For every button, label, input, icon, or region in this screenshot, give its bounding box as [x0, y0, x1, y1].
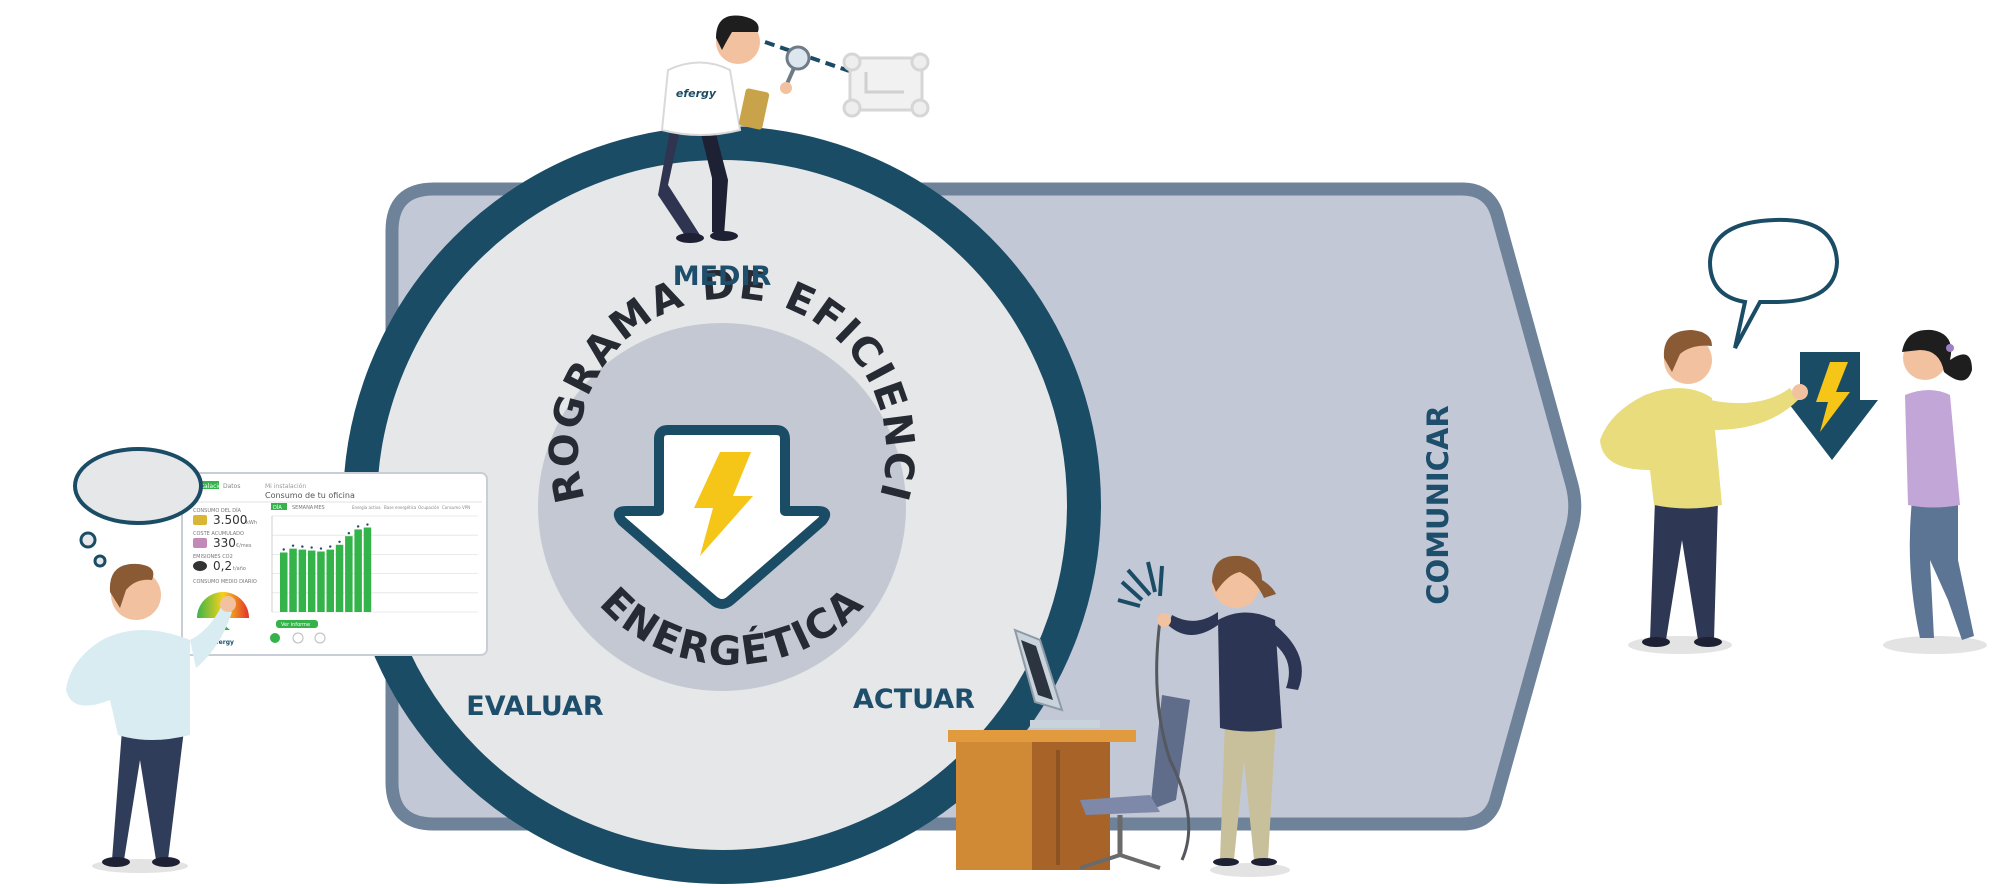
chart-point [291, 544, 295, 547]
dashboard-title: Consumo de tu oficina [265, 491, 355, 500]
chart-point [347, 531, 351, 535]
lightning-bolt-icon [694, 452, 753, 556]
chart-point [310, 546, 313, 549]
chart-bar [317, 551, 325, 612]
metric-value-consumption: 3.500 [213, 513, 247, 527]
stage-label-communicate: COMUNICAR [1421, 405, 1455, 604]
dashboard-tab-1: Instalaciones [193, 483, 232, 490]
legend-item-2: Base energética [384, 505, 417, 510]
stage-label-evaluate: EVALUAR [466, 691, 604, 722]
energy-dashboard-card: Instalaciones Datos Mi instalación Consu… [181, 472, 488, 656]
chart-bar [298, 549, 307, 612]
stage-label-act: ACTUAR [853, 684, 975, 715]
chart-point [329, 545, 332, 548]
shirt-logo: efergy [676, 87, 717, 100]
metric-label-cost: COSTE ACUMULADO [193, 531, 244, 537]
meter-device-icon [842, 52, 930, 118]
chart-bar [326, 549, 334, 612]
legend-item-3: Ocupación [418, 505, 440, 510]
chart-bar [345, 536, 353, 612]
chart-point [356, 525, 360, 528]
sign-lightning-icon [1816, 362, 1850, 432]
legend-item-4: Consumo VPN [442, 505, 470, 510]
report-button[interactable] [276, 620, 318, 628]
chart-bar [363, 527, 372, 612]
stage-label-measure: MEDIR [673, 261, 772, 292]
chart-bar [280, 552, 288, 612]
dashboard-tab-active[interactable] [191, 481, 219, 489]
dashboard-brand: efergy [212, 639, 234, 646]
people-communicating-figure [1600, 217, 1987, 654]
person-measuring-figure: efergy [658, 15, 930, 243]
spark-lines [1117, 561, 1164, 608]
dashboard-tab-2[interactable]: Datos [223, 483, 240, 490]
speech-bubble [1707, 217, 1840, 349]
thought-bubble [73, 447, 203, 525]
metric-label-consumption: CONSUMO DEL DÍA [193, 507, 242, 514]
chart-point [282, 548, 285, 551]
legend-item-1: Energía activa [352, 505, 381, 510]
chart-bar [354, 529, 362, 612]
chart-bar [289, 548, 297, 612]
dashboard-bar-chart [271, 515, 478, 613]
energy-arrow-icon [613, 425, 831, 609]
person-acting-figure [948, 555, 1302, 877]
chart-point [319, 547, 323, 550]
metric-value-cost: 330 [213, 536, 236, 550]
report-button-label: Ver informe [281, 622, 310, 628]
nav-dot-2[interactable] [292, 632, 304, 644]
metric-unit-emissions: t/año [233, 566, 246, 572]
period-tab-day-label: DÍA [273, 504, 282, 511]
person-evaluating-figure [66, 447, 236, 873]
nav-dot-1[interactable] [270, 633, 280, 643]
metric-label-emissions: EMISIONES CO2 [193, 554, 233, 560]
chart-bar [307, 550, 316, 612]
gauge-label: CONSUMO MEDIO DIARIO [193, 579, 257, 585]
period-tab-week[interactable]: SEMANA [292, 505, 314, 511]
metric-unit-cost: €/mes [236, 543, 252, 549]
nav-dot-3[interactable] [314, 632, 326, 644]
period-tab-month[interactable]: MES [314, 505, 325, 511]
dashboard-breadcrumb: Mi instalación [265, 483, 306, 490]
chart-point [366, 523, 369, 526]
period-tab-day[interactable] [271, 503, 287, 510]
chart-bar [335, 544, 344, 612]
chart-point [301, 545, 304, 548]
chart-point [338, 540, 341, 543]
metric-unit-consumption: kWh [246, 520, 257, 526]
metric-value-emissions: 0,2 [213, 559, 232, 573]
